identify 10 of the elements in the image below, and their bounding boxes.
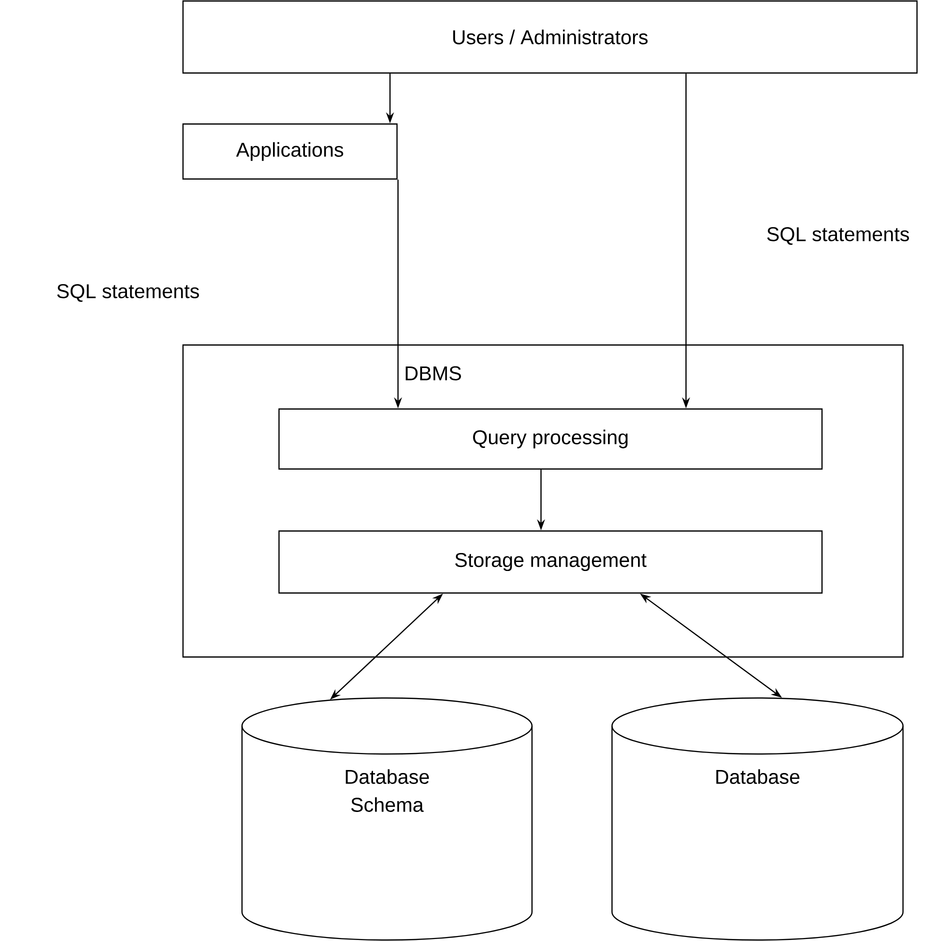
- process-box: Storage management: [278, 530, 823, 594]
- node-label: Database: [716, 769, 800, 784]
- text-label: SQL statements: [57, 284, 199, 302]
- process-box: Query processing: [278, 408, 823, 470]
- text-label: SQL statements: [767, 227, 909, 245]
- node-label: Database Schema: [346, 769, 429, 812]
- process-box: Applications: [182, 123, 398, 180]
- process-box: Users / Administrators: [182, 0, 918, 74]
- database-cylinder: Database Schema: [241, 697, 533, 941]
- database-cylinder: Database: [611, 697, 904, 941]
